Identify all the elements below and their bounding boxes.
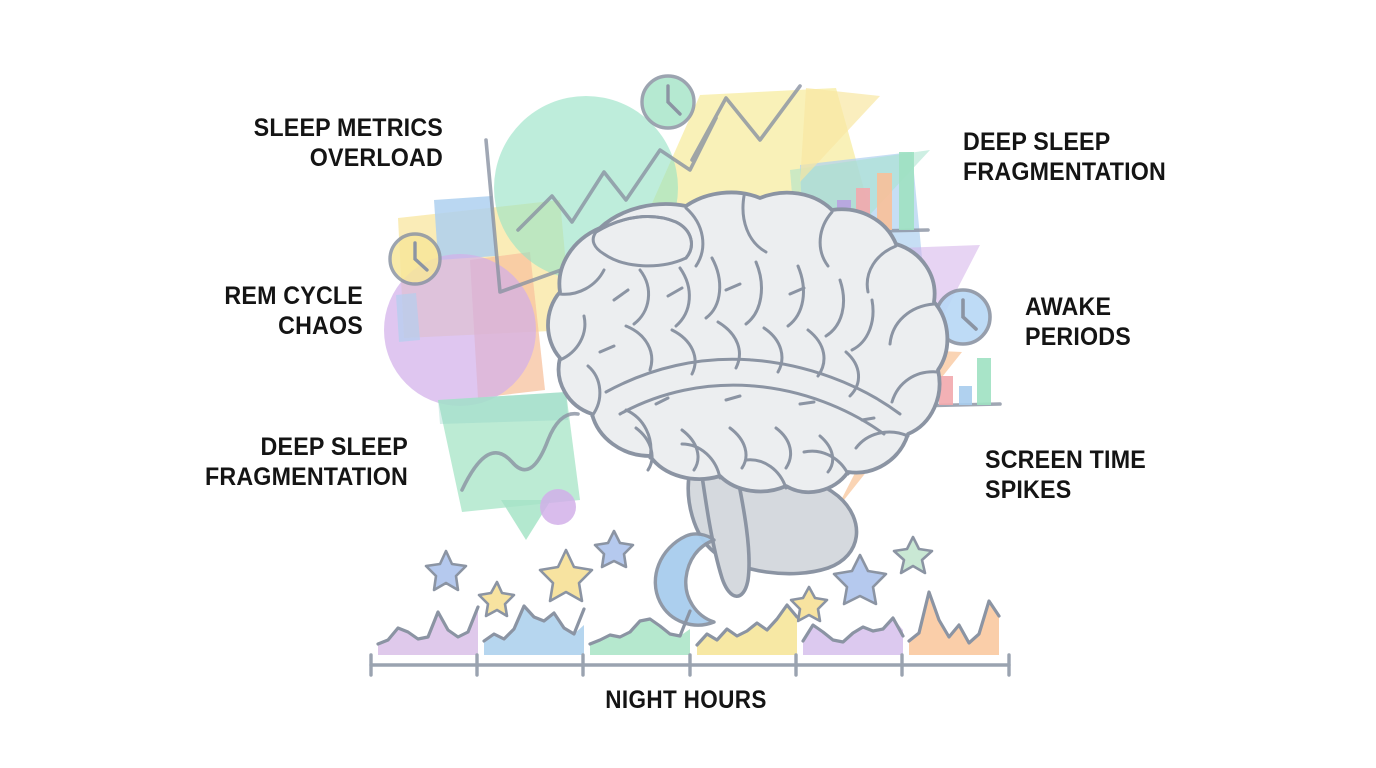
label-screen-time-spikes: SCREEN TIME SPIKES (985, 446, 1146, 504)
label-awake-periods: AWAKE PERIODS (1025, 293, 1131, 351)
line-chart-series-left (516, 116, 718, 232)
sparkline-hour-1 (376, 605, 480, 655)
shape-blue-square-left (434, 196, 496, 260)
bar (877, 173, 892, 230)
label-deep-sleep-fragmentation-right: DEEP SLEEP FRAGMENTATION (963, 128, 1167, 186)
sparkline-hour-6 (907, 590, 1001, 655)
shape-yellow-triangle-right (800, 88, 880, 182)
shape-purple-circle-left (384, 254, 536, 406)
sparkline-hour-4 (695, 603, 799, 655)
star-icon (477, 580, 516, 618)
label-rem-cycle-chaos: REM CYCLE CHAOS (224, 282, 363, 340)
shape-green-triangle-bottom (501, 500, 551, 540)
shape-green-card-left (438, 392, 580, 512)
shape-purple-dot (540, 489, 576, 525)
shape-teal-strip-left (438, 392, 568, 424)
shape-blue-sliver (396, 293, 420, 342)
brain-top-gyrus (591, 215, 693, 268)
axis-title-night-hours: NIGHT HOURS (605, 686, 767, 714)
bar (939, 376, 953, 405)
night-hours-axis (369, 653, 1011, 677)
star-icon (538, 548, 594, 603)
star-icon (789, 585, 829, 623)
label-deep-sleep-fragmentation-left: DEEP SLEEP FRAGMENTATION (204, 433, 408, 491)
star-icon (832, 553, 888, 606)
clock-icon-yellow (388, 232, 442, 286)
bar (899, 152, 914, 230)
bar (977, 358, 991, 405)
label-sleep-metrics-overload: SLEEP METRICS OVERLOAD (253, 114, 443, 172)
moon-icon (653, 532, 716, 627)
brain-stem (698, 460, 751, 598)
line-chart-axis-right (690, 84, 802, 162)
sparkline-hour-3 (588, 609, 692, 655)
sparkline-hour-2 (482, 604, 586, 655)
bar (959, 386, 972, 405)
star-icon (593, 529, 635, 569)
wave-line-green-card (460, 411, 580, 492)
clock-icon-green (640, 74, 696, 130)
star-icon (892, 535, 934, 575)
brain-illustration (546, 190, 950, 598)
star-field (424, 529, 934, 623)
night-hours-sparklines (376, 590, 1001, 655)
cerebrum (546, 190, 950, 495)
star-icon (424, 549, 468, 592)
clock-icon-blue (934, 288, 992, 346)
sparkline-hour-5 (801, 616, 905, 655)
